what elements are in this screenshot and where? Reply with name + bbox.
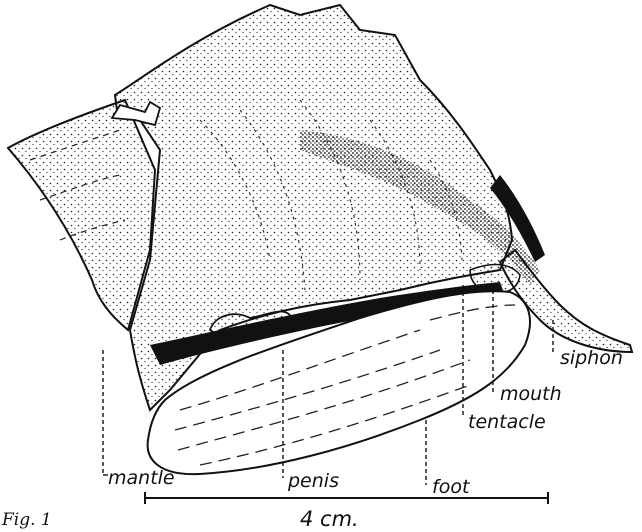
figure-caption: Fig. 1: [1, 510, 52, 530]
label-mantle: mantle: [108, 467, 175, 489]
label-mouth: mouth: [500, 383, 562, 405]
scale-bar: [145, 492, 548, 504]
label-foot: foot: [432, 476, 471, 498]
label-tentacle: tentacle: [468, 411, 546, 433]
scale-bar-label: 4 cm.: [300, 507, 359, 531]
label-penis: penis: [287, 470, 339, 492]
label-siphon: siphon: [560, 347, 623, 369]
mantle-flap: [8, 100, 155, 330]
